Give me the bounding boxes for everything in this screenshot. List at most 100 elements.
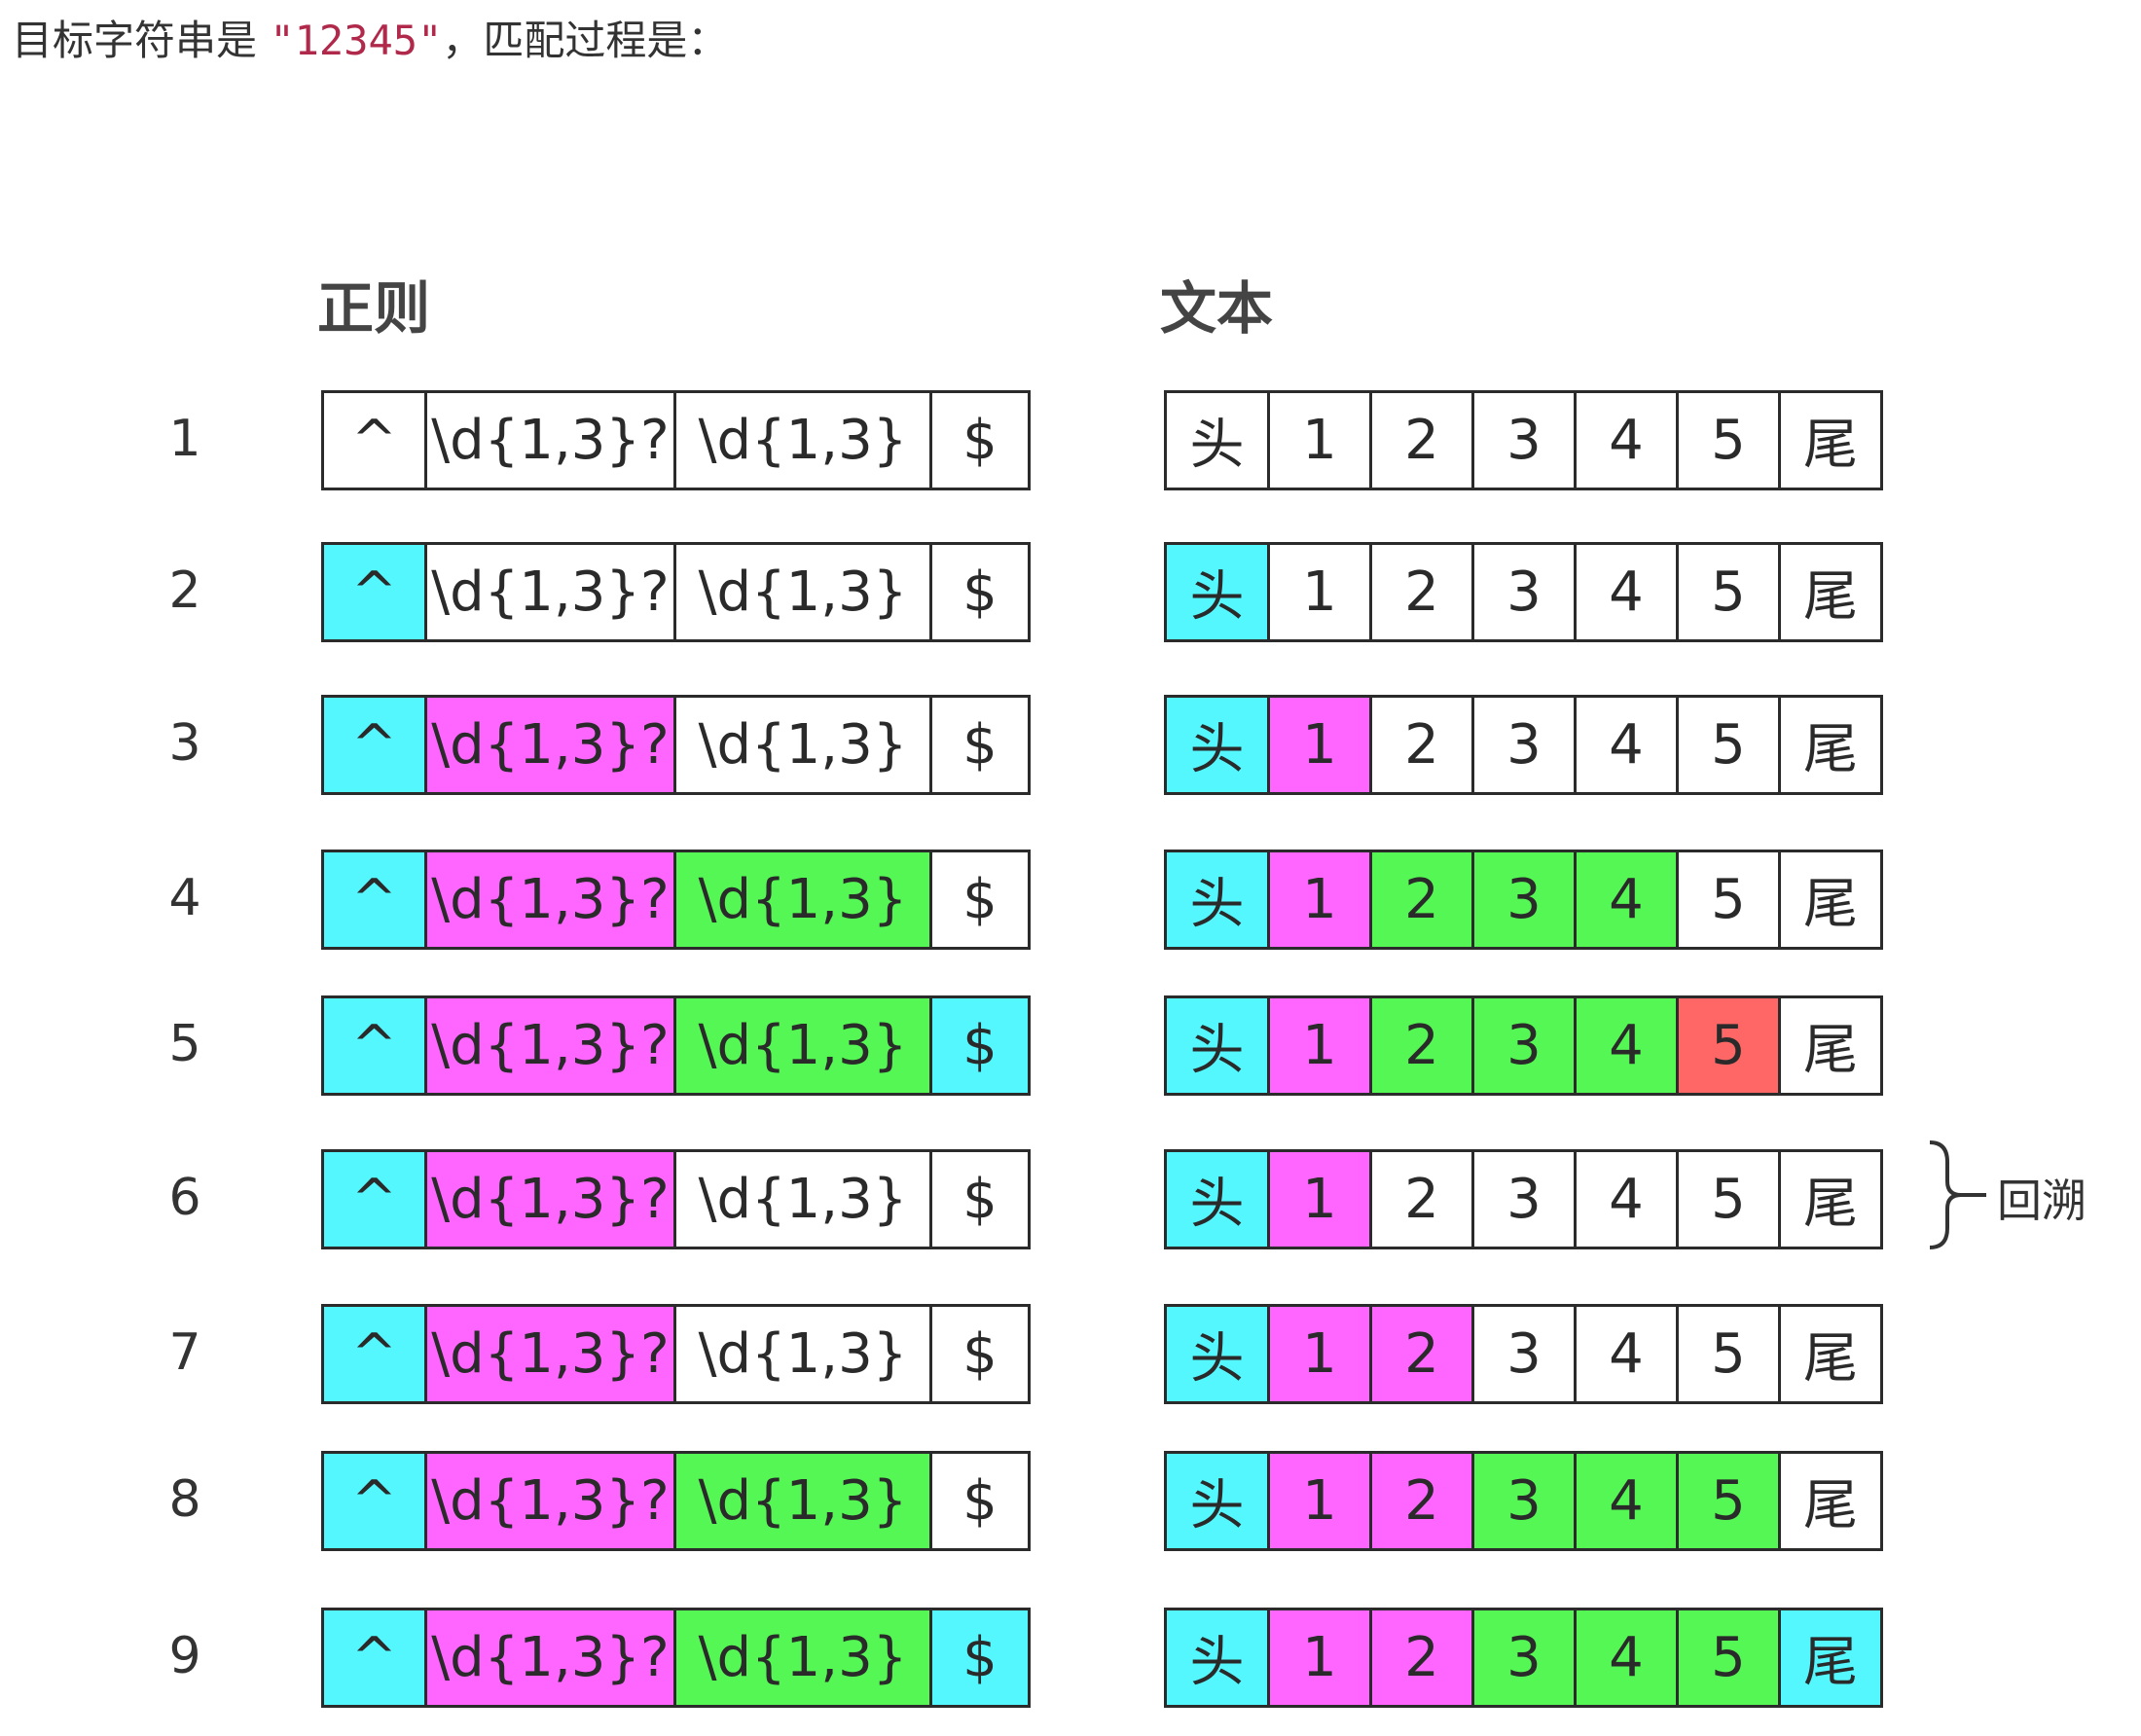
- text-char-cell: 5: [1676, 542, 1781, 642]
- regex-token-cell: ^: [321, 1608, 427, 1708]
- intro-before: 目标字符串是: [12, 17, 271, 64]
- text-char-cell: 3: [1471, 1608, 1577, 1708]
- text-char-cell: 头: [1164, 850, 1270, 950]
- regex-token-cell: $: [929, 390, 1031, 490]
- regex-token-cell: \d{1,3}?: [424, 1608, 676, 1708]
- text-char-cell: 5: [1676, 390, 1781, 490]
- regex-token-cell: $: [929, 850, 1031, 950]
- regex-token-cell: \d{1,3}: [673, 1451, 932, 1551]
- text-char-cell: 1: [1267, 1304, 1372, 1404]
- regex-token-cell: $: [929, 1149, 1031, 1249]
- text-char-cell: 2: [1369, 1149, 1474, 1249]
- regex-token-cell: \d{1,3}?: [424, 542, 676, 642]
- regex-token-cell: $: [929, 695, 1031, 795]
- text-char-cell: 5: [1676, 995, 1781, 1096]
- text-char-cell: 4: [1574, 542, 1679, 642]
- text-char-cell: 5: [1676, 1149, 1781, 1249]
- backtrack-note: 回溯: [1997, 1175, 2087, 1227]
- text-char-cell: 头: [1164, 995, 1270, 1096]
- regex-token-cell: ^: [321, 850, 427, 950]
- text-char-cell: 头: [1164, 1149, 1270, 1249]
- regex-token-cell: \d{1,3}?: [424, 1304, 676, 1404]
- regex-token-cell: \d{1,3}?: [424, 390, 676, 490]
- text-char-cell: 4: [1574, 850, 1679, 950]
- regex-token-cell: $: [929, 1608, 1031, 1708]
- text-char-cell: 1: [1267, 1608, 1372, 1708]
- regex-token-cell: ^: [321, 1304, 427, 1404]
- text-char-cell: 3: [1471, 995, 1577, 1096]
- regex-token-cell: $: [929, 542, 1031, 642]
- regex-token-cell: \d{1,3}: [673, 1608, 932, 1708]
- text-char-cell: 4: [1574, 1608, 1679, 1708]
- text-char-cell: 3: [1471, 1304, 1577, 1404]
- text-title: 文本: [1160, 275, 1274, 342]
- regex-token-cell: ^: [321, 995, 427, 1096]
- text-char-cell: 3: [1471, 850, 1577, 950]
- text-char-cell: 2: [1369, 995, 1474, 1096]
- regex-token-cell: \d{1,3}?: [424, 995, 676, 1096]
- text-char-cell: 尾: [1778, 390, 1883, 490]
- text-char-cell: 4: [1574, 1149, 1679, 1249]
- regex-token-cell: ^: [321, 390, 427, 490]
- text-char-cell: 3: [1471, 1149, 1577, 1249]
- text-char-cell: 2: [1369, 1608, 1474, 1708]
- text-char-cell: 尾: [1778, 1608, 1883, 1708]
- step-number: 3: [168, 714, 201, 773]
- text-char-cell: 1: [1267, 1451, 1372, 1551]
- text-char-cell: 2: [1369, 1451, 1474, 1551]
- text-char-cell: 5: [1676, 1451, 1781, 1551]
- regex-token-cell: \d{1,3}: [673, 1304, 932, 1404]
- regex-token-cell: \d{1,3}?: [424, 1149, 676, 1249]
- step-number: 4: [168, 869, 201, 927]
- text-char-cell: 1: [1267, 995, 1372, 1096]
- regex-token-cell: \d{1,3}: [673, 995, 932, 1096]
- text-char-cell: 头: [1164, 695, 1270, 795]
- text-char-cell: 5: [1676, 695, 1781, 795]
- text-char-cell: 尾: [1778, 850, 1883, 950]
- regex-token-cell: \d{1,3}?: [424, 1451, 676, 1551]
- regex-token-cell: $: [929, 1304, 1031, 1404]
- regex-token-cell: $: [929, 995, 1031, 1096]
- regex-token-cell: ^: [321, 695, 427, 795]
- intro-code: "12345": [270, 17, 443, 64]
- step-number: 9: [168, 1627, 201, 1685]
- regex-title: 正则: [317, 275, 431, 342]
- text-char-cell: 尾: [1778, 1304, 1883, 1404]
- text-char-cell: 1: [1267, 542, 1372, 642]
- regex-token-cell: \d{1,3}?: [424, 850, 676, 950]
- regex-token-cell: \d{1,3}: [673, 850, 932, 950]
- text-char-cell: 4: [1574, 1304, 1679, 1404]
- text-char-cell: 尾: [1778, 1451, 1883, 1551]
- step-number: 8: [168, 1470, 201, 1529]
- text-char-cell: 4: [1574, 995, 1679, 1096]
- regex-token-cell: ^: [321, 1451, 427, 1551]
- text-char-cell: 2: [1369, 695, 1474, 795]
- text-char-cell: 2: [1369, 542, 1474, 642]
- regex-token-cell: \d{1,3}: [673, 390, 932, 490]
- text-char-cell: 4: [1574, 390, 1679, 490]
- text-char-cell: 尾: [1778, 542, 1883, 642]
- text-char-cell: 头: [1164, 1304, 1270, 1404]
- text-char-cell: 尾: [1778, 1149, 1883, 1249]
- text-char-cell: 3: [1471, 542, 1577, 642]
- text-char-cell: 5: [1676, 850, 1781, 950]
- text-char-cell: 2: [1369, 850, 1474, 950]
- text-char-cell: 头: [1164, 542, 1270, 642]
- regex-token-cell: ^: [321, 542, 427, 642]
- intro-text: 目标字符串是 "12345"，匹配过程是：: [12, 10, 728, 72]
- text-char-cell: 2: [1369, 1304, 1474, 1404]
- regex-token-cell: \d{1,3}?: [424, 695, 676, 795]
- regex-token-cell: \d{1,3}: [673, 695, 932, 795]
- text-char-cell: 3: [1471, 390, 1577, 490]
- text-char-cell: 头: [1164, 1608, 1270, 1708]
- text-char-cell: 1: [1267, 1149, 1372, 1249]
- text-char-cell: 5: [1676, 1608, 1781, 1708]
- text-char-cell: 4: [1574, 695, 1679, 795]
- regex-token-cell: \d{1,3}: [673, 542, 932, 642]
- regex-token-cell: ^: [321, 1149, 427, 1249]
- text-char-cell: 3: [1471, 1451, 1577, 1551]
- text-char-cell: 尾: [1778, 995, 1883, 1096]
- step-number: 5: [168, 1015, 201, 1073]
- text-char-cell: 1: [1267, 850, 1372, 950]
- text-char-cell: 5: [1676, 1304, 1781, 1404]
